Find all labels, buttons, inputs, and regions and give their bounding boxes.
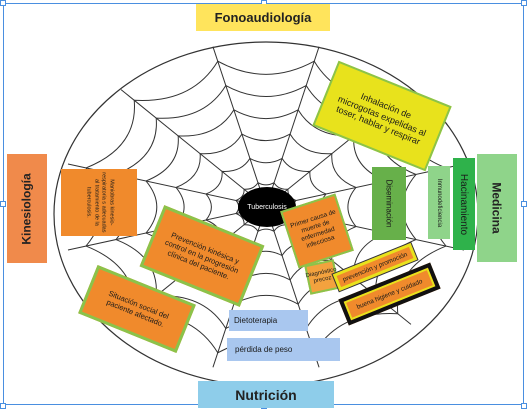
node-perdida-label: pérdida de peso [235, 345, 293, 354]
node-diseminacion[interactable]: Diseminación [372, 167, 406, 240]
node-inmunodeficiencia-label: Inmunodeficiencia [436, 178, 442, 227]
node-perdida[interactable]: pérdida de peso [227, 338, 340, 361]
bottom-banner: Nutrición [198, 381, 334, 408]
resize-handle-top-right[interactable] [521, 0, 527, 6]
node-maniobras[interactable]: Maniobras kinesio-respiratoria s adecuad… [61, 169, 137, 236]
node-maniobras-label: Maniobras kinesio-respiratoria s adecuad… [85, 172, 115, 233]
right-banner: Medicina [477, 154, 517, 262]
right-banner-label: Medicina [490, 182, 505, 234]
left-banner: Kinesiología [7, 154, 47, 263]
node-primera-causa-label: Primer causa de muerte de enfermedad inf… [289, 208, 337, 250]
top-banner: Fonoaudiología [196, 4, 330, 31]
node-diseminacion-label: Diseminación [384, 179, 394, 228]
left-banner-label: Kinesiología [20, 172, 34, 245]
node-dietoterapia[interactable]: Dietoterapia [229, 310, 308, 331]
node-hacinamiento-label: Hacinamiento [458, 173, 470, 235]
resize-handle-bottom-left[interactable] [0, 403, 6, 409]
center-node[interactable]: Tuberculosis [238, 187, 296, 227]
top-banner-bg [196, 4, 330, 31]
center-label: Tuberculosis [247, 203, 287, 211]
resize-handle-middle-right[interactable] [521, 201, 527, 207]
bottom-banner-label: Nutrición [235, 386, 297, 403]
node-dietoterapia-label: Dietoterapia [234, 316, 278, 325]
resize-handle-top-left[interactable] [0, 0, 6, 6]
resize-handle-middle-left[interactable] [0, 201, 6, 207]
node-hacinamiento[interactable]: Hacinamiento [453, 158, 475, 250]
node-inmunodeficiencia[interactable]: Inmunodeficiencia [428, 166, 450, 239]
resize-handle-bottom-right[interactable] [521, 403, 527, 409]
top-banner-label: Fonoaudiología [214, 10, 312, 25]
